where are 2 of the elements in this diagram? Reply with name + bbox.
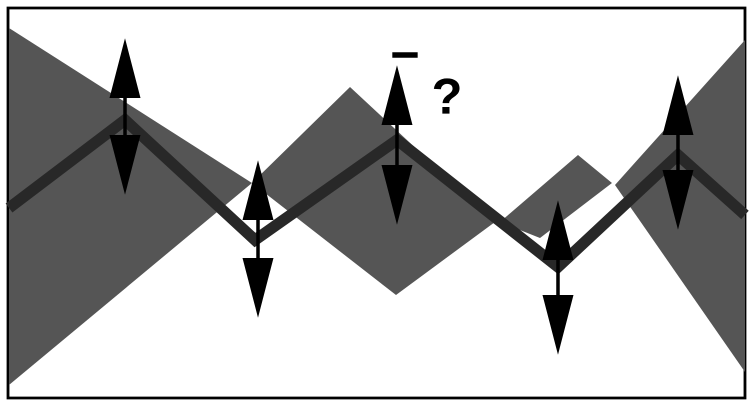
label: − xyxy=(392,52,418,58)
label: ? xyxy=(434,78,460,114)
